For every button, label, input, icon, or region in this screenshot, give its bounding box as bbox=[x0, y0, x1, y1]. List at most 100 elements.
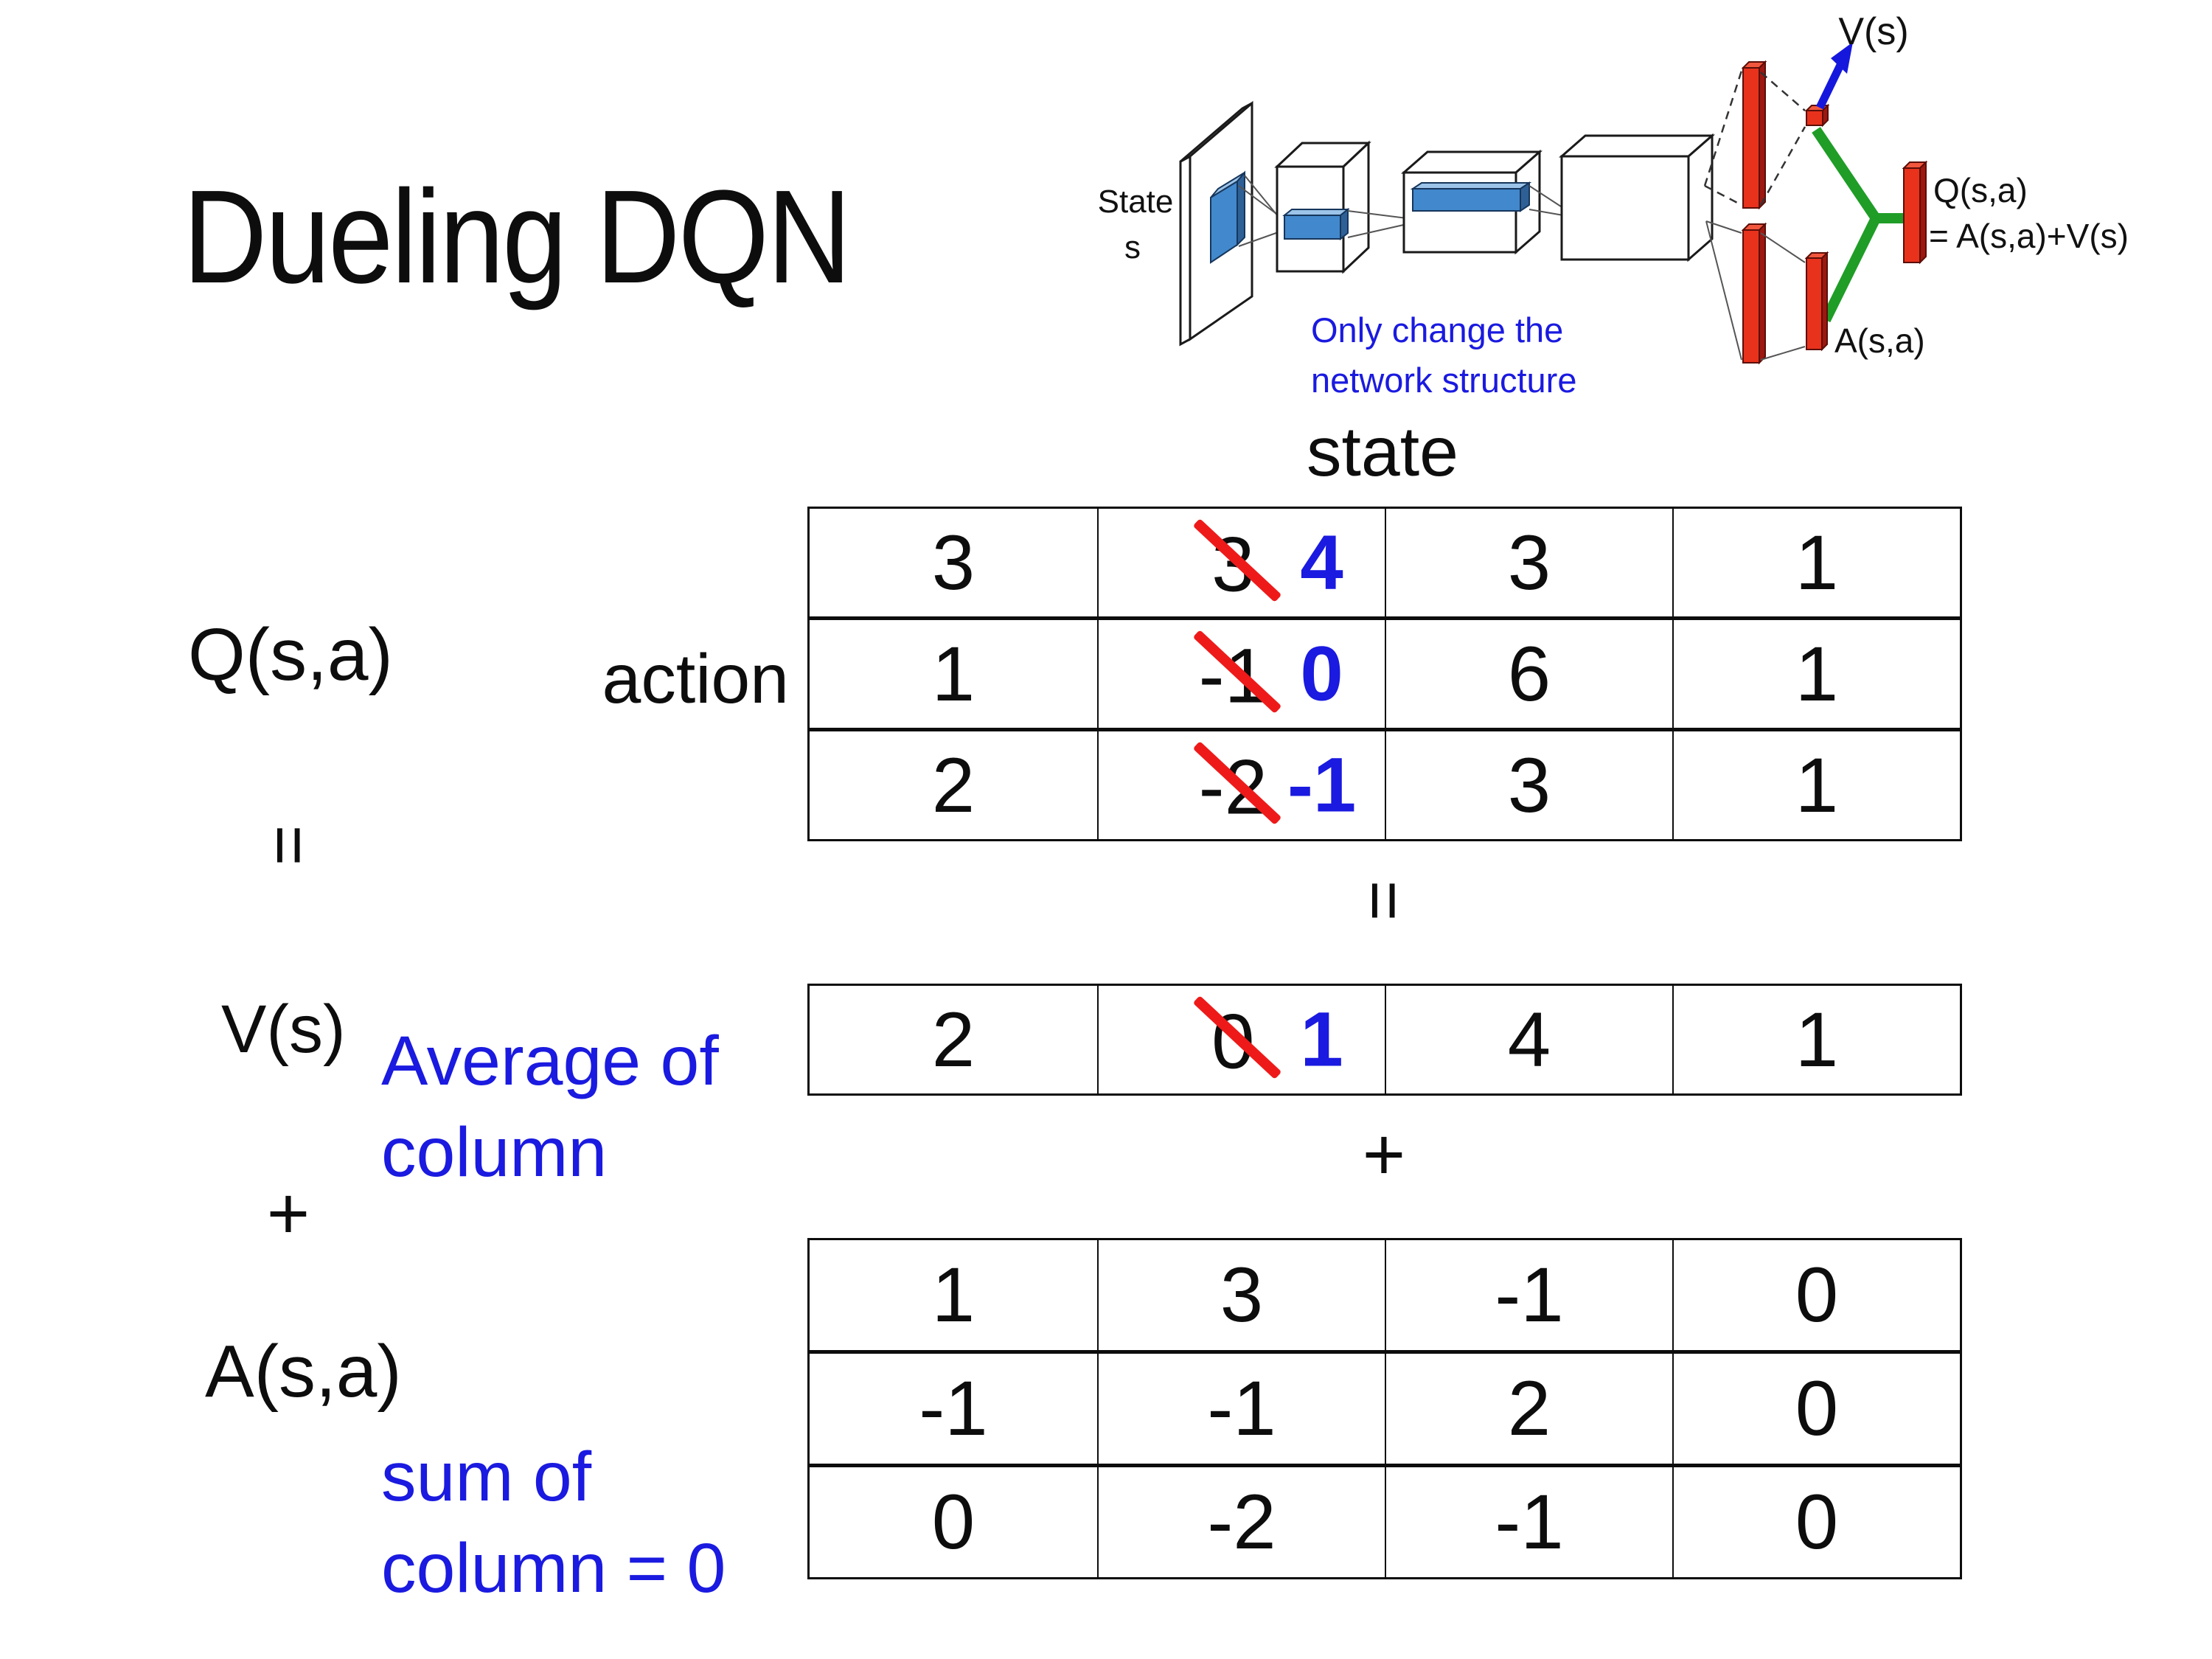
cell-value: 1 bbox=[1795, 742, 1839, 829]
a-output-label: A(s,a) bbox=[1834, 321, 1925, 360]
a-cell: 1 bbox=[810, 1240, 1097, 1350]
q-cell: 1 bbox=[1672, 620, 1960, 728]
cell-value: -1 bbox=[919, 1366, 988, 1452]
cell-value: 3 bbox=[931, 519, 975, 606]
state-axis-label: state bbox=[1307, 413, 1458, 491]
plus-sign-center: + bbox=[1362, 1113, 1406, 1196]
feature-bar-1 bbox=[1282, 207, 1350, 241]
cell-value: -1 bbox=[1495, 1252, 1564, 1338]
v-value-table: 2 0 1 4 1 bbox=[807, 984, 1962, 1096]
a-stream-bar bbox=[1741, 222, 1767, 365]
table-row: 1 -1 0 6 1 bbox=[810, 616, 1960, 728]
state-word-label: State bbox=[1098, 184, 1174, 220]
new-value: 1 bbox=[1300, 996, 1343, 1083]
a-cell: 0 bbox=[1672, 1354, 1960, 1464]
state-s-label: s bbox=[1124, 229, 1141, 265]
cell-value: 1 bbox=[931, 630, 975, 717]
q-output-bar bbox=[1902, 160, 1928, 265]
cell-value: 6 bbox=[1507, 630, 1551, 717]
q-cell: 1 bbox=[810, 620, 1097, 728]
new-value: 0 bbox=[1300, 630, 1343, 717]
v-output-arrow bbox=[1816, 42, 1853, 110]
advantage-table: 1 3 -1 0 -1 -1 2 0 0 -2 -1 0 bbox=[807, 1238, 1962, 1579]
equals-sign-center: = bbox=[1345, 880, 1424, 921]
q-cell: 2 bbox=[810, 731, 1097, 839]
aggregation-connector bbox=[1812, 127, 1907, 323]
cell-value: 0 bbox=[1795, 1366, 1839, 1452]
sum-of-column-note: sum of column = 0 bbox=[381, 1432, 726, 1614]
q-cell: 1 bbox=[1672, 509, 1960, 616]
note-line: column bbox=[381, 1113, 608, 1192]
v-cell-corrected: 0 1 bbox=[1097, 986, 1385, 1093]
note-line: Average of bbox=[381, 1022, 719, 1100]
table-row: 2 0 1 4 1 bbox=[810, 986, 1960, 1093]
a-vector-node bbox=[1804, 251, 1829, 352]
fc-layer-box bbox=[1559, 133, 1715, 262]
q-cell-corrected: 3 4 bbox=[1097, 509, 1385, 616]
q-cell: 3 bbox=[1385, 731, 1672, 839]
a-cell: -2 bbox=[1097, 1467, 1385, 1577]
network-note-line2: network structure bbox=[1311, 361, 1576, 400]
q-matrix-label: Q(s,a) bbox=[188, 613, 393, 696]
new-value: -1 bbox=[1287, 742, 1357, 829]
dueling-network-diagram: V(s) State s Q(s,a) = A(s,a)+V(s) A(s,a)… bbox=[1098, 10, 2129, 400]
q-cell-corrected: -2 -1 bbox=[1097, 731, 1385, 839]
cell-value: 2 bbox=[931, 996, 975, 1083]
page-title: Dueling DQN bbox=[183, 163, 852, 311]
cell-value: 0 bbox=[931, 1479, 975, 1565]
q-cell: 6 bbox=[1385, 620, 1672, 728]
a-matrix-label: A(s,a) bbox=[205, 1330, 402, 1413]
cell-value: 1 bbox=[931, 1252, 975, 1338]
connection-lines bbox=[1347, 210, 1408, 238]
equals-sign-left: = bbox=[250, 824, 329, 866]
v-node-dashed-lines bbox=[1759, 72, 1806, 206]
conv-filter-icon bbox=[1210, 170, 1245, 264]
network-note-line1: Only change the bbox=[1311, 310, 1563, 349]
cell-value: 3 bbox=[1220, 1252, 1264, 1338]
v-output-label: V(s) bbox=[1838, 10, 1908, 53]
cell-value: 1 bbox=[1795, 630, 1839, 717]
cell-value: 0 bbox=[1795, 1479, 1839, 1565]
v-stream-dashed-lines bbox=[1703, 70, 1743, 206]
a-node-lines bbox=[1760, 232, 1806, 361]
cell-value: -2 bbox=[1207, 1479, 1276, 1565]
connection-lines bbox=[1528, 185, 1564, 216]
a-stream-lines bbox=[1705, 220, 1742, 361]
v-cell: 1 bbox=[1672, 986, 1960, 1093]
table-row: 1 3 -1 0 bbox=[810, 1240, 1960, 1350]
v-cell: 4 bbox=[1385, 986, 1672, 1093]
q-cell: 3 bbox=[1385, 509, 1672, 616]
q-cell: 3 bbox=[810, 509, 1097, 616]
note-line: sum of bbox=[381, 1438, 592, 1516]
table-row: 2 -2 -1 3 1 bbox=[810, 728, 1960, 839]
q-output-label-line1: Q(s,a) bbox=[1933, 171, 2028, 209]
a-cell: 3 bbox=[1097, 1240, 1385, 1350]
a-cell: 0 bbox=[1672, 1240, 1960, 1350]
conv-layer-box-1 bbox=[1274, 140, 1371, 274]
a-cell: -1 bbox=[810, 1354, 1097, 1464]
q-cell-corrected: -1 0 bbox=[1097, 620, 1385, 728]
table-row: 3 3 4 3 1 bbox=[810, 509, 1960, 616]
a-cell: -1 bbox=[1385, 1467, 1672, 1577]
cell-value: 1 bbox=[1795, 519, 1839, 606]
q-value-table: 3 3 4 3 1 1 -1 0 6 1 2 -2 -1 bbox=[807, 507, 1962, 841]
a-cell: 2 bbox=[1385, 1354, 1672, 1464]
cell-value: 2 bbox=[931, 742, 975, 829]
q-cell: 1 bbox=[1672, 731, 1960, 839]
v-scalar-node bbox=[1804, 103, 1830, 128]
v-matrix-label: V(s) bbox=[221, 992, 346, 1067]
action-axis-label: action bbox=[602, 640, 789, 718]
cell-value: -1 bbox=[1207, 1366, 1276, 1452]
q-output-label-line2: = A(s,a)+V(s) bbox=[1929, 217, 2129, 255]
cell-value: 2 bbox=[1507, 1366, 1551, 1452]
cell-value: 4 bbox=[1507, 996, 1551, 1083]
table-row: 0 -2 -1 0 bbox=[810, 1464, 1960, 1577]
a-cell: -1 bbox=[1097, 1354, 1385, 1464]
v-cell: 2 bbox=[810, 986, 1097, 1093]
a-cell: 0 bbox=[810, 1467, 1097, 1577]
a-cell: -1 bbox=[1385, 1240, 1672, 1350]
cell-value: 0 bbox=[1795, 1252, 1839, 1338]
table-row: -1 -1 2 0 bbox=[810, 1350, 1960, 1464]
new-value: 4 bbox=[1300, 519, 1343, 606]
